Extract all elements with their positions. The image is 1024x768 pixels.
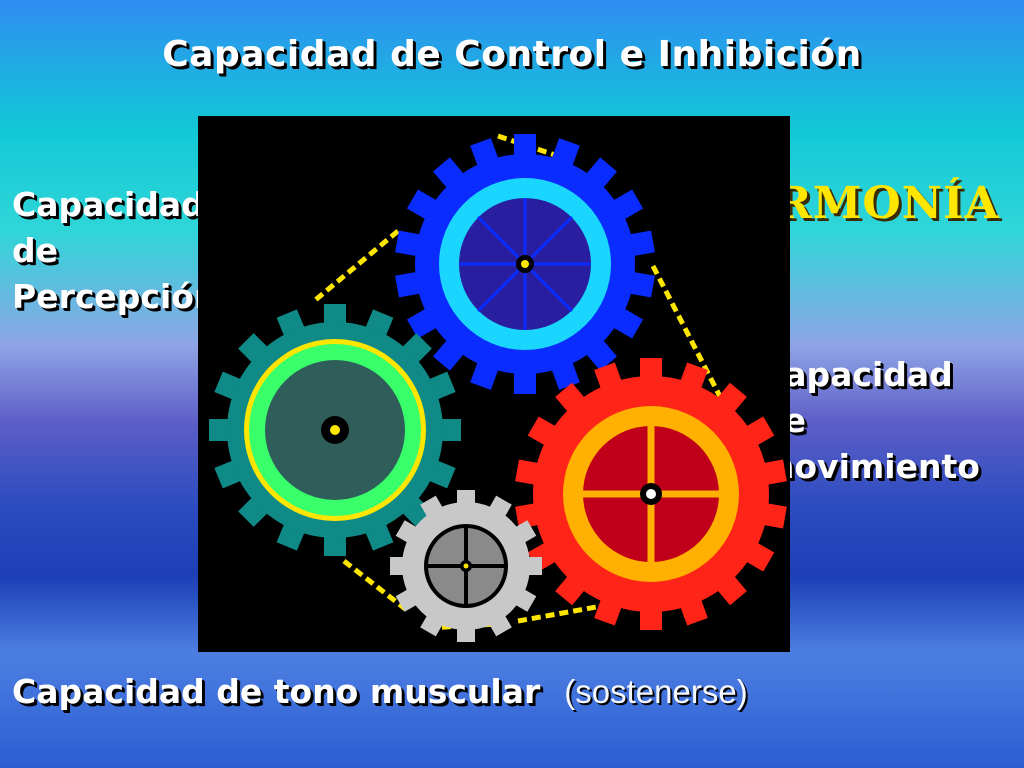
gear-right-red (515, 358, 787, 630)
gear-left-pin (330, 425, 340, 435)
label-line: Capacidad (12, 185, 205, 224)
label-line: Percepción (12, 277, 218, 316)
label-line: Capacidad (760, 355, 953, 394)
gear-small-grey (390, 490, 542, 642)
label-line: de (760, 398, 980, 444)
gears-illustration (198, 116, 790, 652)
label-line: movimiento (760, 447, 980, 486)
gear-right-pin (646, 489, 656, 499)
bottom-caption-bold: Capacidad de tono muscular (12, 672, 541, 711)
page-title: Capacidad de Control e Inhibición (162, 34, 862, 75)
gear-top-blue (395, 134, 655, 394)
gear-left-teal (209, 304, 461, 556)
bottom-caption: Capacidad de tono muscular (sostenerse) (12, 672, 748, 711)
gear-top-pin (521, 260, 529, 268)
label-capacidad-percepcion: Capacidad de Percepción (12, 182, 217, 320)
bottom-caption-note: (sostenerse) (564, 673, 748, 710)
gear-small-pin (463, 563, 469, 569)
label-capacidad-movimiento: Capacidad de movimiento (760, 352, 980, 490)
label-line: de (12, 231, 59, 270)
